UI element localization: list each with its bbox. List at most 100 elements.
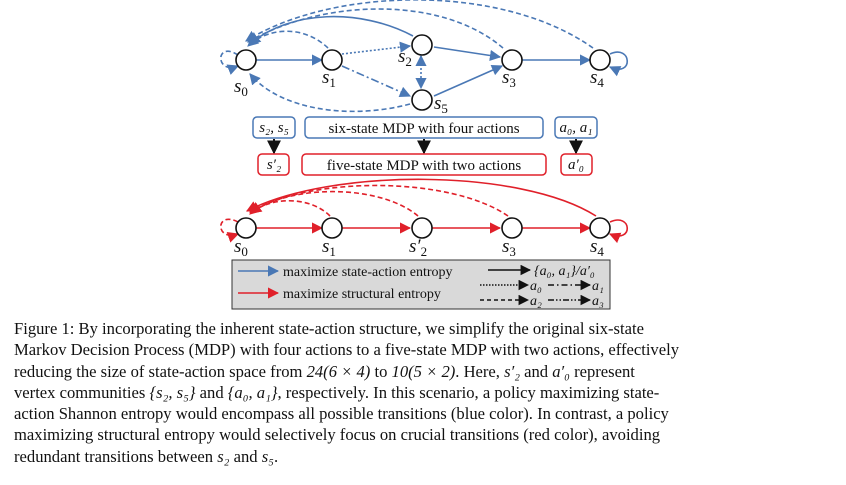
label-r-s1: s [322,236,329,257]
top-nodes [235,34,611,111]
sub-s2: 2 [405,54,412,69]
svg-text:s4: s4 [590,236,604,259]
caption-text: and [519,361,553,381]
edge-s1-s2 [341,41,412,55]
edge-r-s1-s0 [249,199,331,217]
edge-s5-s3 [433,64,504,97]
box-middle-top-text: six-state MDP with four actions [328,121,519,137]
edge-s2-s3 [433,46,502,62]
caption-text: to [370,361,392,381]
legend-dashdot-label: a₁ [592,279,604,294]
node-s3 [501,49,523,71]
svg-text:s1: s1 [322,67,336,90]
box-right-top-text: a₀, a₁ [560,120,593,136]
node-r-s4 [589,217,611,239]
math-a-set: {a₀, a₁} [227,382,278,402]
top-graph [219,0,629,113]
legend-dashed-label: a₂ [530,294,542,309]
node-s1 [321,49,343,71]
node-s4 [589,49,611,71]
label-r-s4: s [590,236,597,257]
top-node-labels: s0 s1 s2 s3 s4 s5 [234,46,604,116]
legend-dashdotdot-label: a₃ [592,294,604,309]
caption-line-3: reducing the size of state-action space … [14,361,834,382]
sub-s3: 3 [509,75,516,90]
svg-text:s1: s1 [322,236,336,259]
edge-s1-s0 [247,30,329,49]
figure-diagram: s0 s1 s2 s3 s4 s5 s₂, s₅ s′₂ six-state M… [219,0,629,310]
bottom-graph [219,178,629,244]
sub-s1: 1 [329,75,336,90]
mapping-boxes: s₂, s₅ s′₂ six-state MDP with four actio… [252,116,598,176]
node-r-s0 [235,217,257,239]
svg-text:s′2: s′2 [409,236,427,259]
box-left-top-text: s₂, s₅ [259,120,289,136]
box-right-top [554,116,598,139]
node-s0 [235,49,257,71]
label-r-s0: s [234,236,241,257]
edge-r-s2-s0 [250,190,419,217]
bottom-node-labels: s0 s1 s′2 s3 s4 [234,236,604,259]
caption-line-4: vertex communities {s₂, s₅} and {a₀, a₁}… [14,382,834,403]
math-10: 10(5 × 2) [391,361,456,381]
svg-text:s4: s4 [590,67,604,90]
box-middle-top [304,116,544,139]
label-r-s3: s [502,236,509,257]
edge-s4-s0 [245,0,594,49]
svg-text:s2: s2 [398,46,412,69]
caption-line-1: Figure 1: By incorporating the inherent … [14,319,644,338]
math-s2prime: s′₂ [504,361,520,381]
box-middle-bottom-text: five-state MDP with two actions [327,158,522,174]
legend-dotted-label: a₀ [530,279,542,294]
svg-text:s3: s3 [502,67,516,90]
sub-s4: 4 [597,75,604,90]
svg-text:s5: s5 [434,93,448,116]
svg-text:s3: s3 [502,236,516,259]
legend-blue-label: maximize state-action entropy [283,265,453,280]
node-r-s2p [411,217,433,239]
edge-s1-s5 [341,65,412,98]
edge-r-s4-self [608,219,629,244]
box-left-top [252,116,296,139]
label-s5: s [434,93,441,114]
math-s2: s₂ [217,446,230,466]
sub-r-s3: 3 [509,244,516,259]
caption-line-6: maximizing structural entropy would sele… [14,425,661,445]
caption-line-7: redundant transitions between s₂ and s₅. [14,446,834,467]
figure-caption: Figure 1: By incorporating the inherent … [14,318,834,467]
node-s5 [411,89,433,111]
sub-r-s2p: 2 [421,244,428,259]
math-24: 24(6 × 4) [306,361,371,381]
caption-text: , respectively. In this scenario, a poli… [277,382,660,402]
box-left-bottom-text: s′₂ [267,157,281,173]
label-s1: s [322,67,329,88]
sub-s0: 0 [241,84,248,99]
box-middle-bottom [301,153,547,176]
label-s0: s [234,76,241,97]
caption-line-2: Markov Decision Process (MDP) with four … [14,340,679,360]
box-right-bottom-text: a′₀ [568,157,584,173]
caption-text: vertex communities [14,382,150,402]
caption-text: redundant transitions between [14,446,218,466]
legend: maximize state-action entropy maximize s… [231,259,611,310]
edge-s3-s0 [247,8,504,49]
box-left-bottom [257,153,290,176]
sub-r-s0: 0 [241,244,248,259]
sub-r-s4: 4 [597,244,604,259]
math-a0prime: a′₀ [552,361,570,381]
legend-solid-label: {a₀, a₁}/a′₀ [534,264,595,279]
edge-s4-self [608,51,629,77]
edge-s5-s0 [249,73,411,113]
node-s2 [411,34,433,56]
legend-red-label: maximize structural entropy [283,287,441,302]
caption-text: represent [569,361,635,381]
label-s4: s [590,67,597,88]
edge-r-s3-s0 [249,184,509,217]
math-s5: s₅ [261,446,274,466]
caption-text: and [195,382,228,402]
caption-text: and [229,446,262,466]
edge-r-s4-s0 [246,178,597,217]
label-s2: s [398,46,405,67]
caption-text: . [273,446,279,466]
label-r-s2p: s′ [409,236,421,257]
